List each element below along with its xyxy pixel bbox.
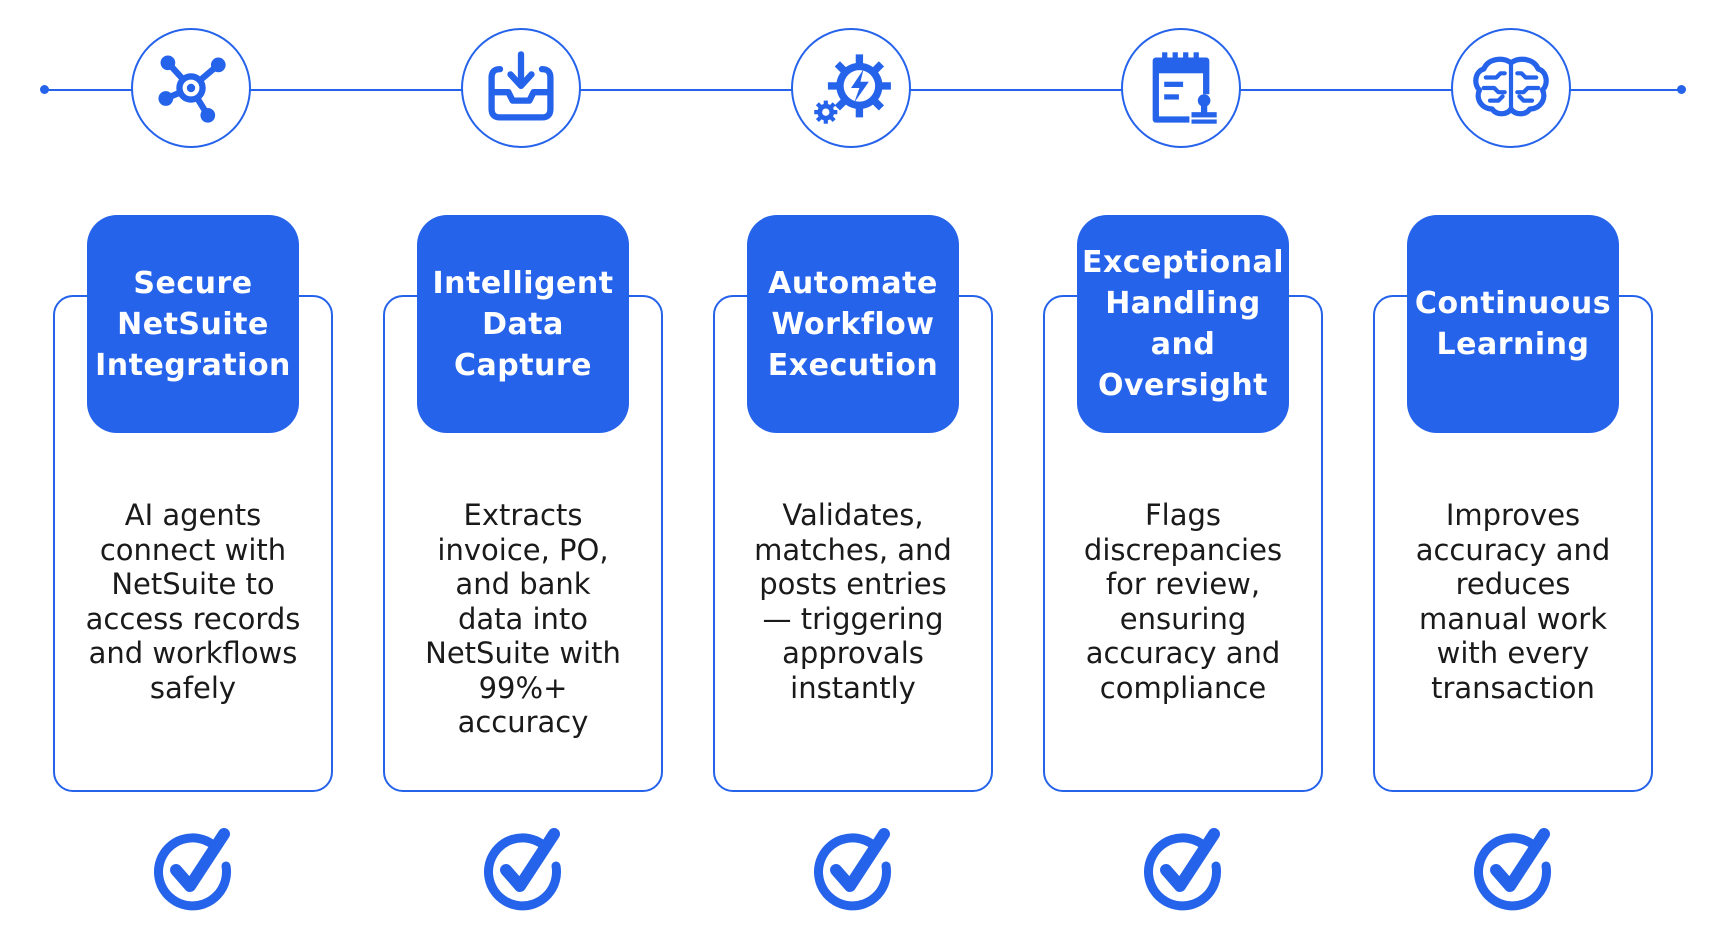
step-workflow-execution: Automate Workflow Execution Validates, m…	[713, 0, 993, 931]
step-icon-circle	[1451, 28, 1571, 148]
calendar-stamp-icon	[1152, 52, 1217, 124]
step-icon-circle	[791, 28, 911, 148]
step-title: Intelligent Data Capture	[417, 215, 629, 433]
timeline-start-dot	[40, 85, 49, 94]
check-circle-icon	[1474, 828, 1551, 911]
step-title: Automate Workflow Execution	[747, 215, 959, 433]
inbox-download-icon	[488, 51, 554, 121]
gear-lightning-icon	[814, 54, 891, 124]
step-continuous-learning: Continuous Learning Improves accuracy an…	[1373, 0, 1653, 931]
step-description: Extracts invoice, PO, and bank data into…	[425, 498, 621, 739]
step-data-capture: Intelligent Data Capture Extracts invoic…	[383, 0, 663, 931]
check-circle-icon	[154, 828, 231, 911]
check-circle-icon	[1144, 828, 1221, 911]
step-secure-integration: Secure NetSuite Integration AI agents co…	[53, 0, 333, 931]
brain-circuit-icon	[1473, 56, 1549, 117]
check-circle-icon	[484, 828, 561, 911]
step-title: Exceptional Handling and Oversight	[1077, 215, 1289, 433]
network-hub-icon	[158, 55, 226, 123]
check-circle-icon	[814, 828, 891, 911]
step-description: Improves accuracy and reduces manual wor…	[1415, 498, 1611, 705]
step-title: Continuous Learning	[1407, 215, 1619, 433]
step-description: Validates, matches, and posts entries — …	[754, 498, 952, 705]
step-exception-handling: Exceptional Handling and Oversight Flags…	[1043, 0, 1323, 931]
timeline-end-dot	[1677, 85, 1686, 94]
step-description: Flags discrepancies for review, ensuring…	[1083, 498, 1283, 705]
step-description: AI agents connect with NetSuite to acces…	[85, 498, 301, 705]
step-icon-circle	[131, 28, 251, 148]
step-icon-circle	[1121, 28, 1241, 148]
step-title: Secure NetSuite Integration	[87, 215, 299, 433]
step-icon-circle	[461, 28, 581, 148]
